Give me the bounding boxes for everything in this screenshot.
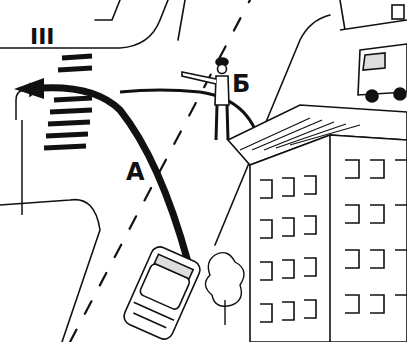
route-label: Б — [232, 72, 250, 96]
crosswalk — [44, 56, 92, 148]
van — [358, 44, 407, 102]
car — [121, 244, 203, 342]
house-top-right — [340, 0, 407, 30]
center-line — [70, 0, 250, 342]
crosswalk-marker: III — [30, 26, 55, 48]
curb-line — [95, 0, 120, 20]
road-sign — [16, 84, 38, 215]
arrow-head — [14, 78, 44, 99]
curb-line — [0, 0, 168, 48]
curb-line — [178, 0, 185, 40]
building — [228, 105, 407, 342]
route-arrow-a — [40, 88, 188, 262]
tree — [205, 253, 244, 325]
curb-line — [0, 200, 100, 342]
police-officer — [182, 58, 229, 140]
route-label: А — [126, 160, 145, 184]
